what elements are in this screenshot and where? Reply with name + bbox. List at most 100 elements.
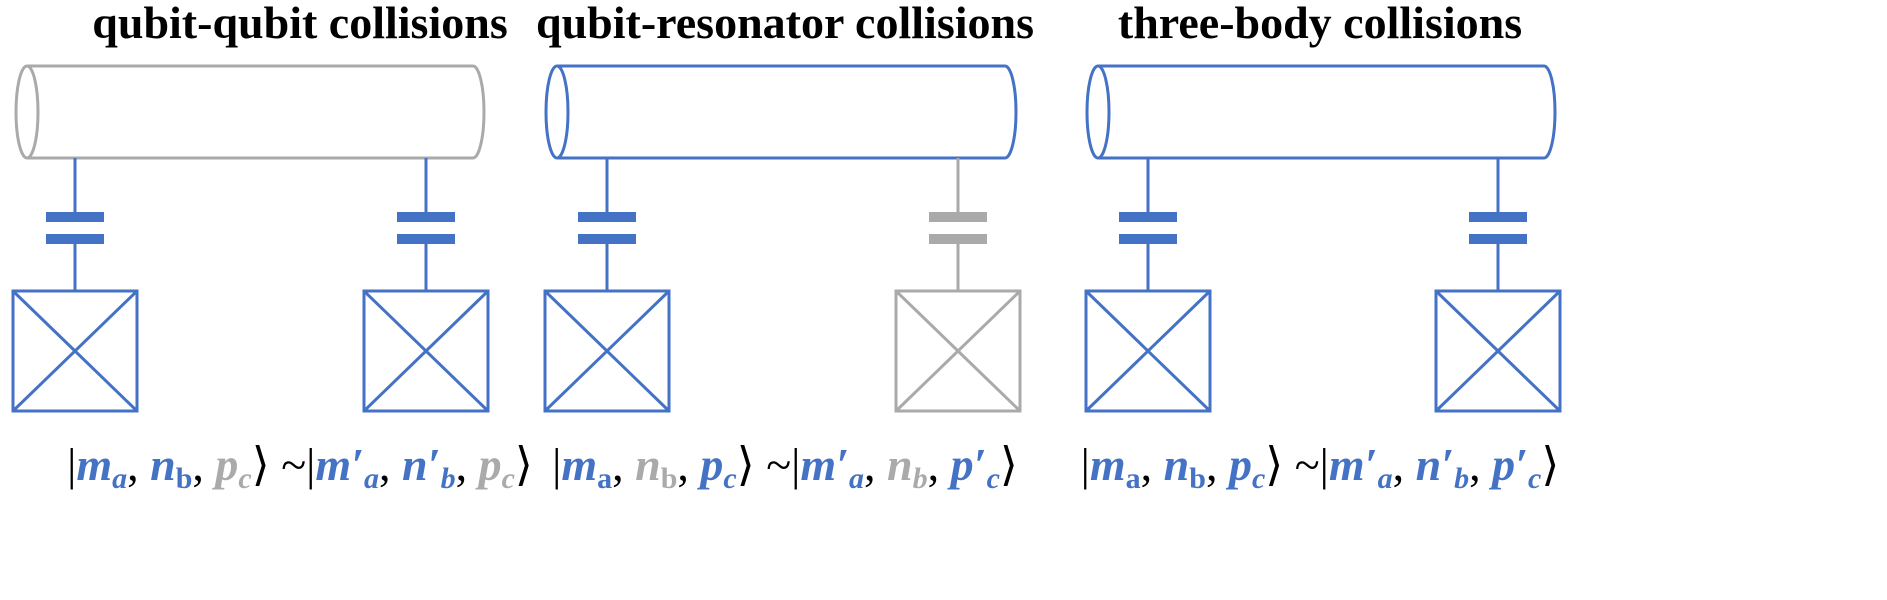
capacitor-plate-bottom	[46, 234, 104, 244]
separator: ,	[127, 439, 150, 490]
symbol-p: p	[211, 439, 238, 490]
josephson-junction-box	[543, 289, 671, 413]
prime-mark: ′	[974, 439, 987, 490]
ket-close: ⟩	[1265, 439, 1283, 490]
junction-cross-b	[894, 289, 1022, 413]
subscript-c: c	[502, 462, 515, 495]
resonator-body	[27, 64, 486, 160]
symbol-n: n	[887, 439, 913, 490]
symbol-m: m	[315, 439, 351, 490]
state-equation: |ma, nb, pc⟩ ~|m′a, n′b, pc⟩	[67, 439, 533, 495]
symbol-p: p	[696, 439, 723, 490]
symbol-p: p	[1488, 439, 1515, 490]
symbol-n: n	[1164, 439, 1190, 490]
separator: ,	[1469, 439, 1492, 490]
resonator-end-cap	[544, 64, 570, 160]
capacitor-plate-bottom	[929, 234, 987, 244]
capacitor-plate-bottom	[578, 234, 636, 244]
resonator-body	[557, 64, 1018, 160]
prime-mark: ′	[351, 439, 364, 490]
capacitor-plate-top	[1469, 212, 1527, 222]
prime-mark: ′	[428, 439, 441, 490]
resonator	[544, 64, 1018, 160]
separator: ,	[1141, 439, 1164, 490]
subscript-c: c	[723, 462, 736, 495]
state-equation: |ma, nb, pc⟩ ~|m′a, nb, p′c⟩	[552, 439, 1018, 495]
tilde-operator: ~	[270, 439, 306, 490]
separator: ,	[1393, 439, 1416, 490]
separator: ,	[864, 439, 887, 490]
prime-mark: ′	[1441, 439, 1454, 490]
separator: ,	[612, 439, 635, 490]
panel-3: three-body collisions|ma, nb, pc⟩ ~|m′a,…	[1081, 0, 1562, 495]
subscript-b: b	[1189, 462, 1206, 495]
junction-cross-b	[1084, 289, 1212, 413]
symbol-n: n	[402, 439, 428, 490]
panel-title: qubit-qubit collisions	[92, 0, 507, 48]
panel-2: qubit-resonator collisions|ma, nb, pc⟩ ~…	[536, 0, 1034, 495]
capacitor-plate-bottom	[1119, 234, 1177, 244]
right-qubit	[894, 289, 1022, 413]
prime-mark: ′	[1515, 439, 1528, 490]
symbol-p: p	[1225, 439, 1252, 490]
ket-bar: |	[552, 439, 561, 490]
subscript-c: c	[238, 462, 251, 495]
subscript-a: a	[597, 462, 612, 495]
subscript-b: b	[176, 462, 193, 495]
subscript-a: a	[849, 462, 864, 495]
subscript-b: b	[661, 462, 678, 495]
junction-cross-b	[1434, 289, 1562, 413]
ket-bar: |	[1320, 439, 1329, 490]
prime-mark: ′	[836, 439, 849, 490]
symbol-n: n	[635, 439, 661, 490]
ket-close: ⟩	[252, 439, 270, 490]
josephson-junction-box	[362, 289, 490, 413]
subscript-a: a	[1126, 462, 1141, 495]
separator: ,	[379, 439, 402, 490]
capacitor-plate-bottom	[1469, 234, 1527, 244]
symbol-m: m	[1329, 439, 1365, 490]
symbol-p: p	[947, 439, 974, 490]
subscript-a: a	[1378, 462, 1393, 495]
left-qubit	[543, 289, 671, 413]
resonator	[14, 64, 486, 160]
junction-cross-b	[11, 289, 139, 413]
capacitor-plate-top	[929, 212, 987, 222]
left-qubit	[1084, 289, 1212, 413]
ket-bar: |	[791, 439, 800, 490]
resonator-end-cap	[14, 64, 40, 160]
ket-close: ⟩	[1541, 439, 1559, 490]
left-qubit	[11, 289, 139, 413]
right-coupler	[1469, 158, 1527, 291]
right-coupler	[929, 158, 987, 291]
symbol-m: m	[76, 439, 112, 490]
separator: ,	[192, 439, 215, 490]
symbol-p: p	[475, 439, 502, 490]
josephson-junction-box	[1434, 289, 1562, 413]
separator: ,	[928, 439, 951, 490]
symbol-m: m	[1090, 439, 1126, 490]
capacitor-plate-top	[397, 212, 455, 222]
symbol-n: n	[150, 439, 176, 490]
separator: ,	[456, 439, 479, 490]
capacitor-plate-top	[1119, 212, 1177, 222]
ket-close: ⟩	[1000, 439, 1018, 490]
subscript-b: b	[1454, 462, 1469, 495]
prime-mark: ′	[1365, 439, 1378, 490]
panel-title: three-body collisions	[1118, 0, 1522, 48]
capacitor-plate-bottom	[397, 234, 455, 244]
capacitor-plate-top	[578, 212, 636, 222]
josephson-junction-box	[894, 289, 1022, 413]
ket-bar: |	[306, 439, 315, 490]
subscript-a: a	[364, 462, 379, 495]
subscript-b: b	[913, 462, 928, 495]
subscript-c: c	[1528, 462, 1541, 495]
subscript-a: a	[112, 462, 127, 495]
left-coupler	[578, 158, 636, 291]
right-qubit	[362, 289, 490, 413]
junction-cross-b	[543, 289, 671, 413]
resonator-body	[1098, 64, 1557, 160]
left-coupler	[1119, 158, 1177, 291]
panel-title: qubit-resonator collisions	[536, 0, 1034, 48]
